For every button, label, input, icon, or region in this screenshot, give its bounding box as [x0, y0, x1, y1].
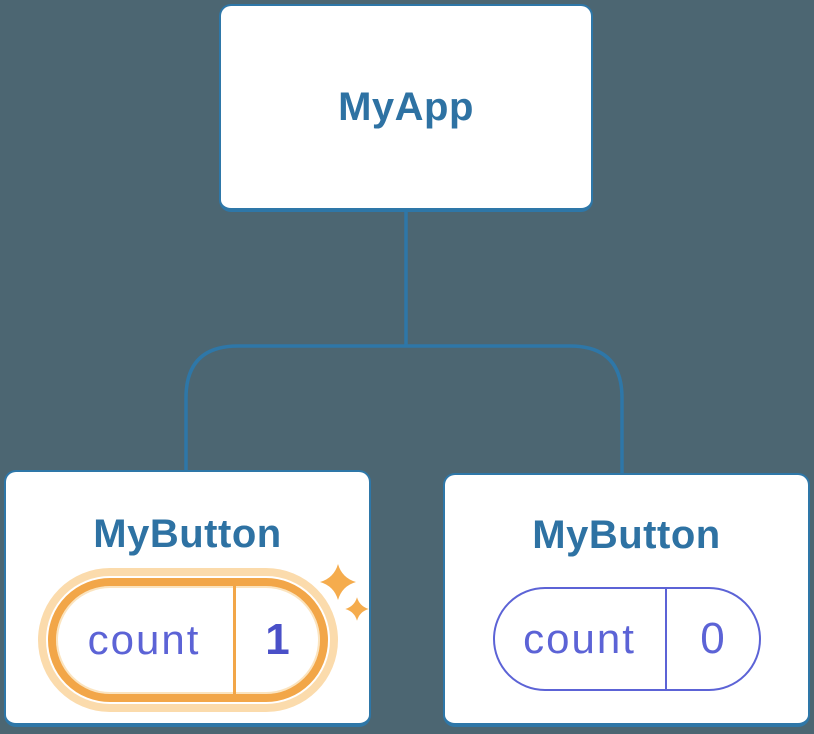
state-pill-plain: count 0 — [492, 587, 761, 691]
state-name: count — [56, 586, 236, 694]
component-label-mybutton-right: MyButton — [532, 513, 721, 557]
sparkle-icon-large — [320, 564, 356, 600]
state-value: 1 — [265, 615, 290, 664]
state-pill-highlighted: count 1 — [47, 578, 328, 702]
sparkle-icon-small — [345, 597, 369, 621]
component-node-myapp: MyApp — [219, 4, 593, 212]
state-name: count — [495, 589, 667, 689]
component-label-myapp: MyApp — [338, 85, 474, 129]
connector-branches — [184, 344, 624, 475]
component-node-mybutton-plain: MyButton count 0 — [443, 473, 810, 727]
component-label-mybutton-left: MyButton — [93, 512, 282, 556]
component-node-mybutton-updated: MyButton count 1 — [4, 470, 371, 727]
state-value: 0 — [700, 614, 725, 663]
